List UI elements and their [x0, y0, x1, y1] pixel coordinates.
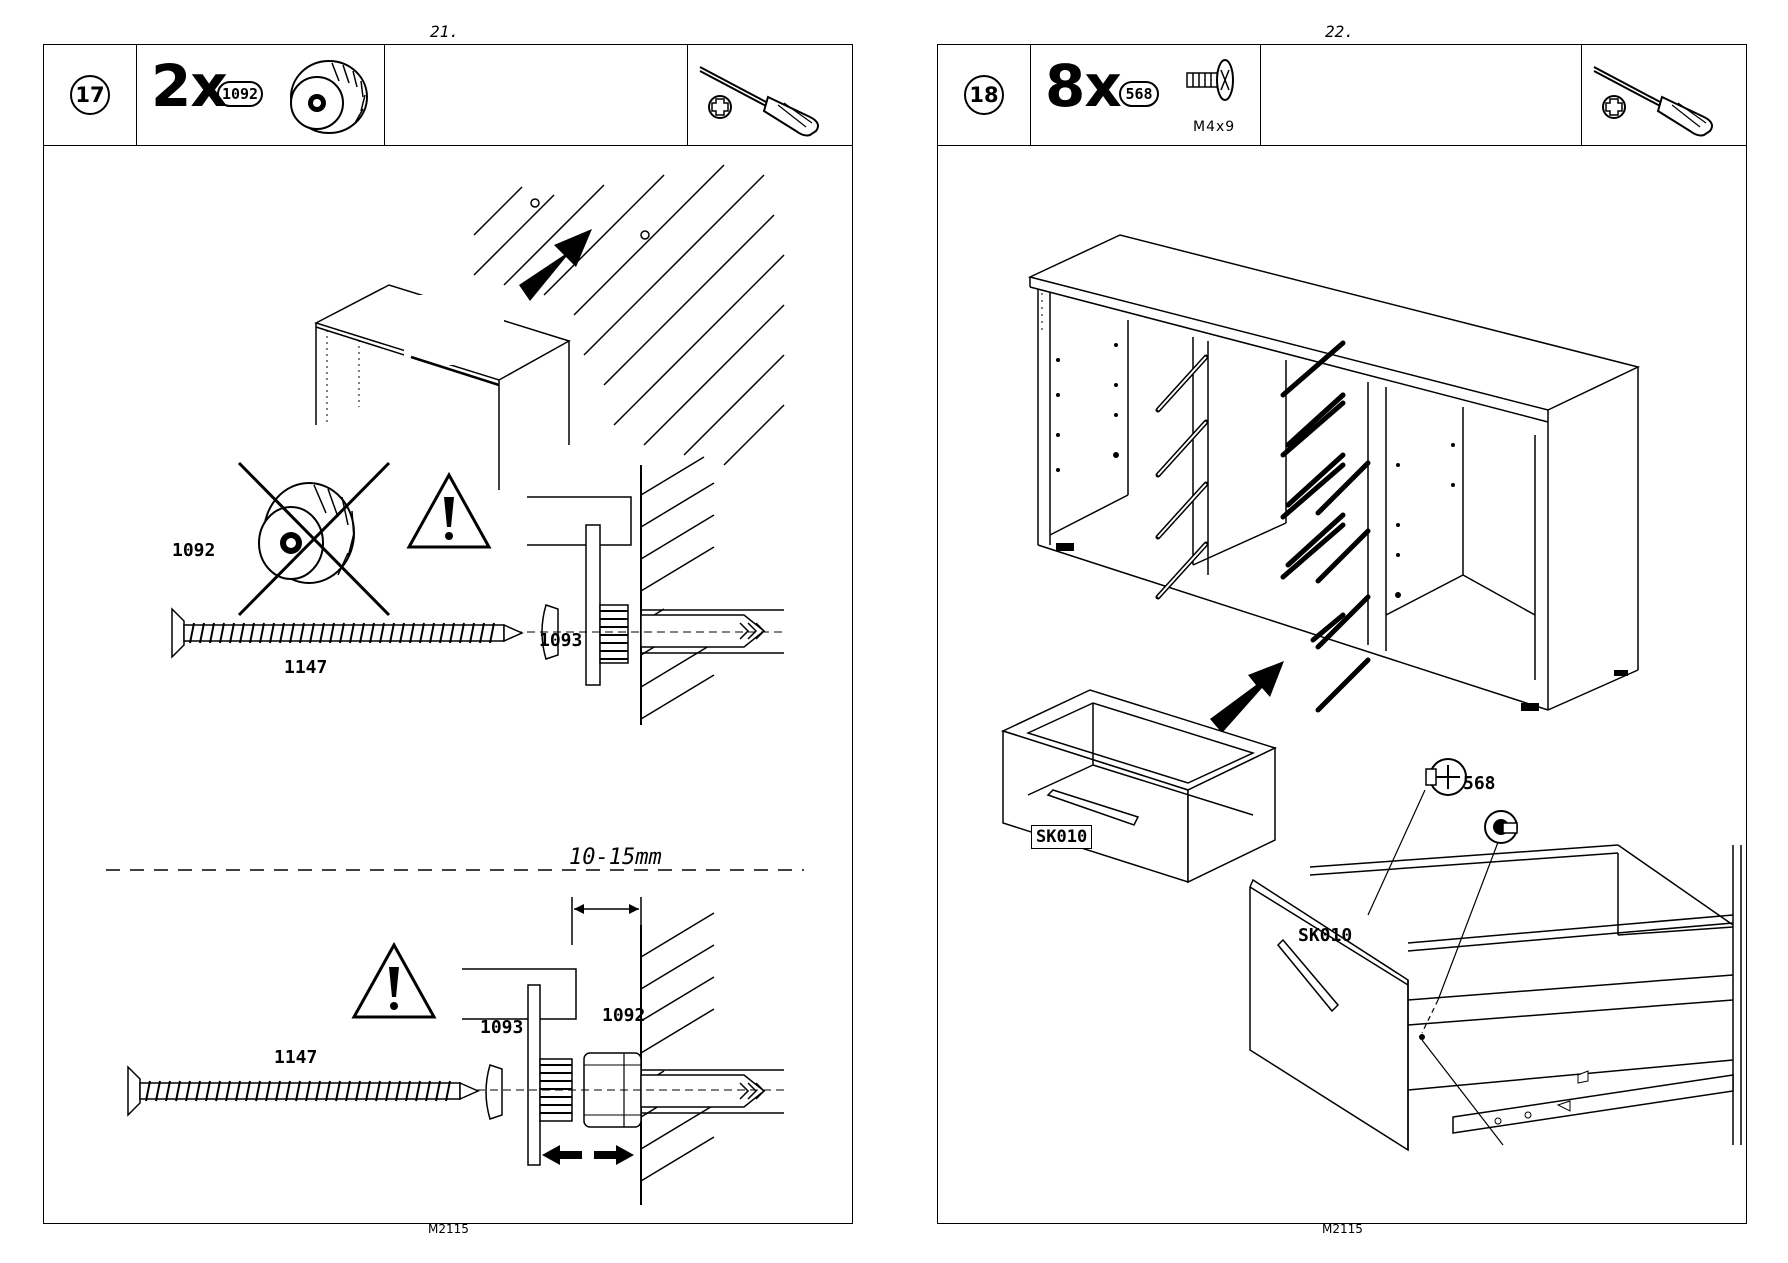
label-dimension: 10-15mm — [569, 845, 662, 870]
label-1092: 1092 — [172, 540, 216, 561]
footer-left: M2115 — [428, 1222, 469, 1236]
label-1092-bottom: 1092 — [602, 1005, 646, 1026]
step-17-illustration — [106, 164, 804, 1205]
label-1093-top: 1093 — [539, 630, 583, 651]
page-number-left: 21. — [430, 22, 459, 41]
label-1147-top: 1147 — [284, 657, 328, 678]
screwdriver-icon — [1593, 66, 1713, 137]
screw-568-icon — [1186, 59, 1234, 101]
step-17-panel: 17 2x 1092 — [43, 44, 853, 1224]
part-quantity: 2x — [151, 52, 228, 120]
screw-568-detail-icon — [1425, 758, 1467, 796]
drawer-code-front: SK010 — [1031, 825, 1093, 849]
step-18-header: 18 8x 568 M4x9 — [938, 45, 1746, 146]
label-1147-bottom: 1147 — [274, 1047, 318, 1068]
label-568: 568 — [1463, 773, 1496, 794]
footer-right: M2115 — [1322, 1222, 1363, 1236]
drawer-code-detail: SK010 — [1298, 925, 1353, 946]
part-quantity: 8x — [1045, 52, 1122, 120]
connector-1092-icon — [290, 60, 368, 134]
step-number: 18 — [964, 75, 1004, 115]
step-18-illustration — [1000, 234, 1742, 1152]
step-17-header: 17 2x 1092 — [44, 45, 852, 146]
part-id-badge: 1092 — [217, 81, 263, 107]
step-18-panel: 18 8x 568 M4x9 — [937, 44, 1747, 1224]
page-number-right: 22. — [1325, 22, 1354, 41]
part-id-badge: 568 — [1119, 81, 1159, 107]
screw-size: M4x9 — [1193, 119, 1236, 135]
label-1093-bottom: 1093 — [480, 1017, 524, 1038]
screwdriver-icon — [699, 66, 819, 137]
step-number: 17 — [70, 75, 110, 115]
